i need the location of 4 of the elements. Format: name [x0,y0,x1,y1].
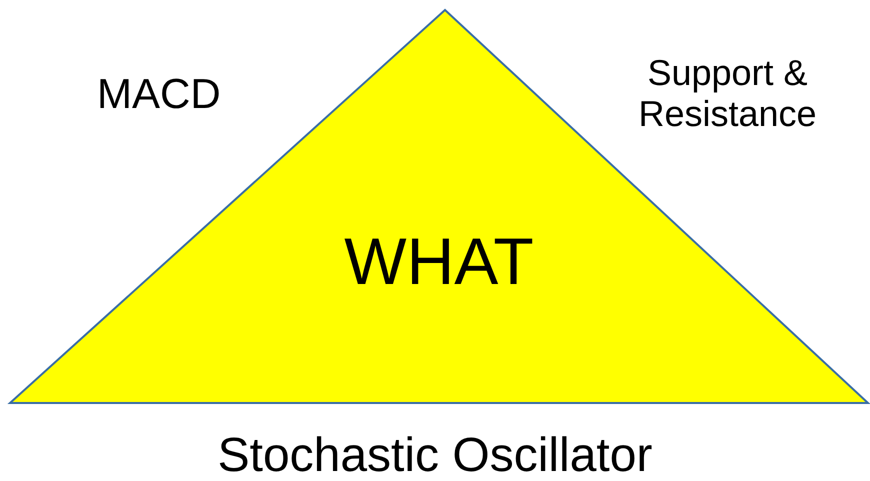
text-label: Stochastic Oscillator [216,428,654,481]
triangle-label: WHAT [343,228,535,294]
text-label: Support & Resistance [637,52,818,135]
text-label: MACD [97,70,222,118]
